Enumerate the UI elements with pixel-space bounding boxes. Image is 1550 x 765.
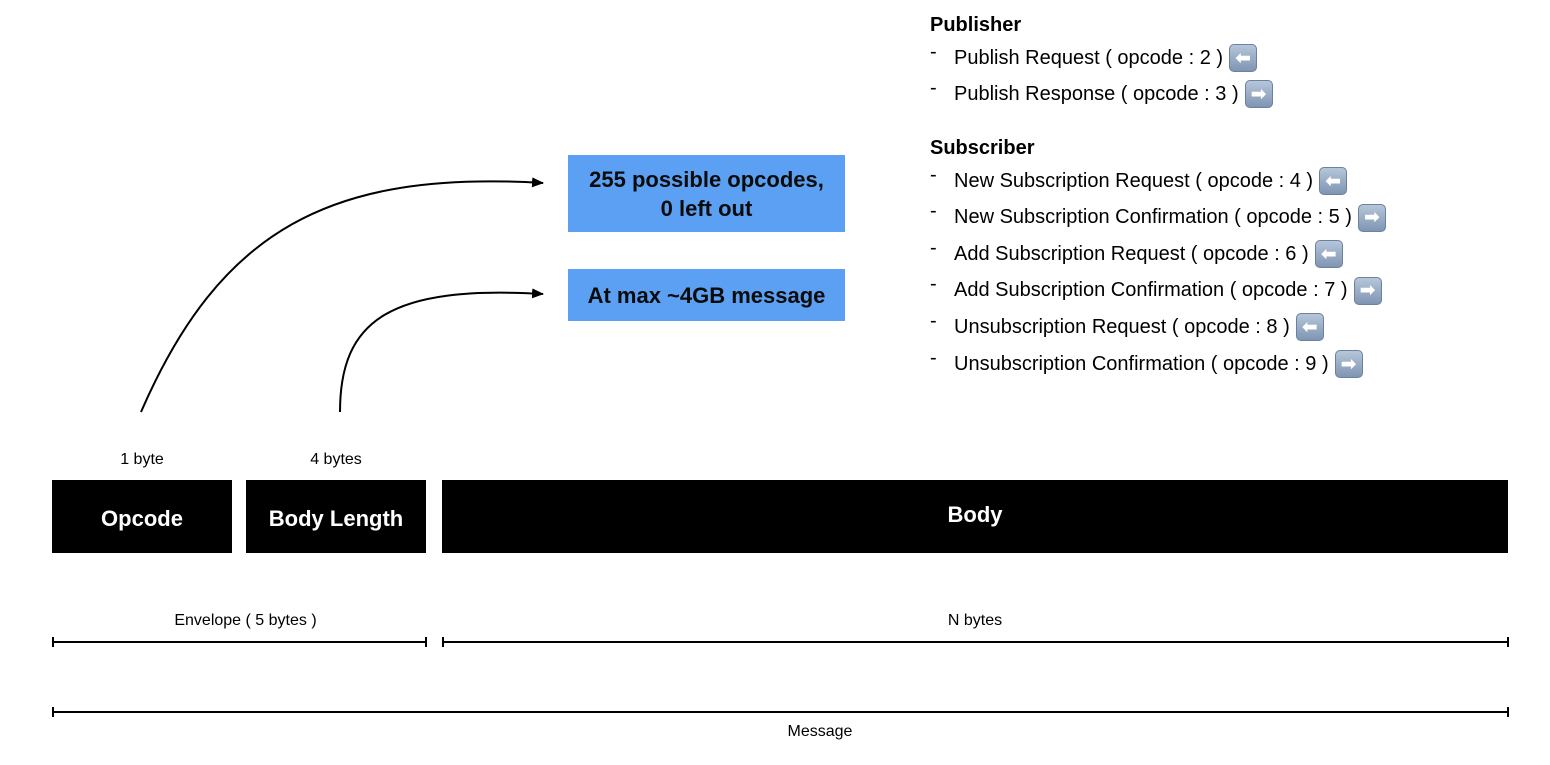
opcode-field: Opcode — [52, 480, 232, 553]
max-size-callout: At max ~4GB message — [568, 269, 845, 321]
bullet-dash: - — [930, 40, 937, 63]
left-arrow-icon: ⬅ — [1229, 44, 1258, 72]
opcode-list-item: -Add Subscription Request ( opcode : 6 )… — [930, 236, 1343, 269]
right-arrow-icon: ➡ — [1353, 276, 1382, 305]
body-field-label: Body — [947, 501, 1003, 527]
opcode-item-label: Publish Request ( opcode : 2 ) — [954, 46, 1224, 69]
bullet-dash: - — [930, 76, 937, 99]
right-arrow-icon: ➡ — [1244, 80, 1273, 108]
body-dimension-line — [442, 637, 1509, 647]
opcode-list-item: -Unsubscription Request ( opcode : 8 )⬅ — [930, 309, 1324, 342]
subscriber-heading: Subscriber — [930, 137, 1035, 159]
max-size-callout-text: At max ~4GB message — [587, 282, 826, 308]
opcode-list-item: -New Subscription Request ( opcode : 4 )… — [930, 163, 1348, 196]
opcode-to-opcodes-callout-arrow — [140, 177, 544, 413]
opcode-field-label: Opcode — [101, 505, 183, 531]
opcode-item-label: New Subscription Request ( opcode : 4 ) — [954, 169, 1314, 192]
left-arrow-icon: ⬅ — [1295, 313, 1324, 342]
body-bytes-label: N bytes — [947, 612, 1003, 629]
opcodes-callout: 255 possible opcodes, 0 left out — [568, 155, 845, 232]
opcode-item-label: New Subscription Confirmation ( opcode :… — [954, 206, 1352, 229]
right-arrow-icon: ➡ — [1334, 350, 1363, 378]
body-length-field-label: Body Length — [268, 505, 404, 531]
body-length-field: Body Length — [246, 480, 426, 553]
left-arrow-icon: ⬅ — [1319, 167, 1348, 195]
opcode-list-item: -New Subscription Confirmation ( opcode … — [930, 200, 1386, 233]
bullet-dash: - — [930, 273, 937, 296]
opcode-list-item: -Add Subscription Confirmation ( opcode … — [930, 273, 1382, 306]
message-label: Message — [787, 723, 853, 740]
body-length-to-max-size-callout-arrow — [339, 288, 544, 413]
opcode-item-label: Unsubscription Request ( opcode : 8 ) — [954, 315, 1290, 338]
body-length-size-label: 4 bytes — [310, 451, 362, 468]
right-arrow-icon: ➡ — [1357, 203, 1386, 232]
bullet-dash: - — [930, 309, 937, 332]
opcodes-callout-line1: 255 possible opcodes, — [589, 166, 824, 192]
message-dimension-line — [52, 707, 1509, 717]
opcode-list-item: -Publish Request ( opcode : 2 )⬅ — [930, 40, 1258, 73]
publisher-heading: Publisher — [930, 14, 1022, 36]
opcode-item-label: Publish Response ( opcode : 3 ) — [954, 82, 1239, 105]
bullet-dash: - — [930, 200, 937, 223]
bullet-dash: - — [930, 163, 937, 186]
body-field: Body — [442, 480, 1508, 553]
bullet-dash: - — [930, 236, 937, 259]
envelope-size-label: Envelope ( 5 bytes ) — [174, 612, 317, 629]
opcode-list-item: -Unsubscription Confirmation ( opcode : … — [930, 346, 1363, 379]
opcodes-callout-line2: 0 left out — [660, 195, 753, 221]
opcode-list-item: -Publish Response ( opcode : 3 )➡ — [930, 76, 1273, 109]
opcode-item-label: Unsubscription Confirmation ( opcode : 9… — [954, 352, 1329, 375]
envelope-dimension-line — [52, 637, 427, 647]
opcode-size-label: 1 byte — [120, 451, 164, 468]
opcode-item-label: Add Subscription Request ( opcode : 6 ) — [954, 242, 1309, 265]
bullet-dash: - — [930, 346, 937, 369]
left-arrow-icon: ⬅ — [1314, 240, 1343, 269]
opcode-item-label: Add Subscription Confirmation ( opcode :… — [954, 279, 1348, 302]
